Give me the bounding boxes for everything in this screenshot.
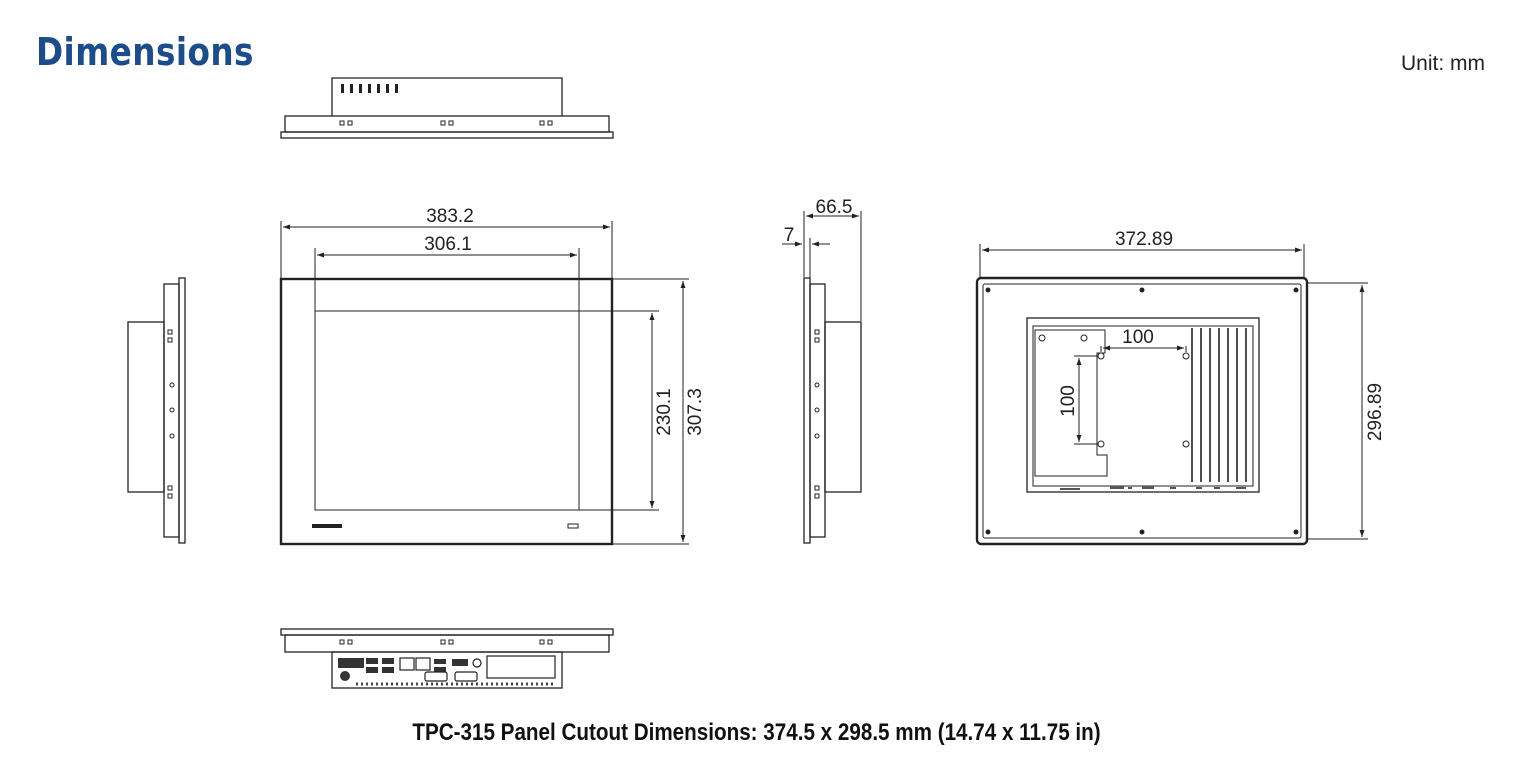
top-view xyxy=(280,77,614,139)
side-depth-label: 66.5 xyxy=(816,197,853,218)
rear-height-label: 296.89 xyxy=(1365,383,1386,441)
rear-vesa-v-label: 100 xyxy=(1058,385,1079,417)
panel-cutout-caption: TPC-315 Panel Cutout Dimensions: 374.5 x… xyxy=(412,719,1101,746)
right-side-view xyxy=(782,211,862,544)
rear-vesa-h-label: 100 xyxy=(1122,327,1154,348)
bottom-view xyxy=(280,628,614,689)
unit-label: Unit: mm xyxy=(1401,52,1485,75)
rear-view xyxy=(975,244,1368,546)
front-display-width-label: 306.1 xyxy=(424,234,472,255)
front-view xyxy=(279,221,689,546)
front-height-label: 307.3 xyxy=(685,388,706,436)
front-width-label: 383.2 xyxy=(426,206,474,227)
page-title: Dimensions xyxy=(36,30,254,74)
side-bezel-label: 7 xyxy=(784,225,795,246)
io-ports xyxy=(338,655,556,686)
left-side-view xyxy=(127,277,186,544)
front-display-height-label: 230.1 xyxy=(654,388,675,436)
rear-width-label: 372.89 xyxy=(1115,229,1173,250)
